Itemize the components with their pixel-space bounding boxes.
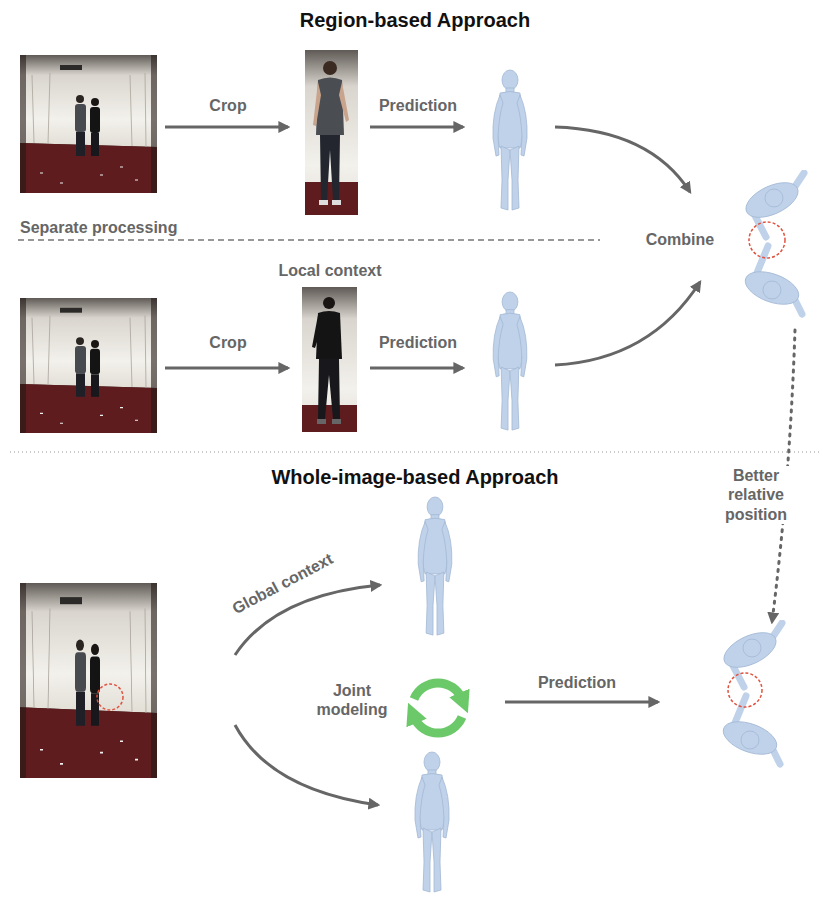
cycle-arrow <box>414 683 462 699</box>
input-photo <box>20 298 157 433</box>
section-heading: Region-based Approach <box>298 8 532 32</box>
flow-arrow <box>235 725 378 805</box>
flow-arrow <box>165 126 288 129</box>
flow-arrow <box>370 367 463 370</box>
flow-arrow <box>555 282 700 365</box>
cropped-photo <box>305 50 358 215</box>
arrow-label: Better relative position <box>712 466 800 524</box>
arrow-label: Prediction <box>377 96 459 115</box>
cropped-photo <box>302 287 357 432</box>
combined-mesh <box>741 173 804 314</box>
flow-arrow <box>165 367 288 370</box>
context-label: Global context <box>228 549 339 620</box>
input-photo <box>20 583 157 778</box>
section-heading: Whole-image-based Approach <box>269 465 560 489</box>
combined-mesh <box>719 623 782 764</box>
input-photo <box>20 55 157 193</box>
arrow-label: Prediction <box>536 673 618 692</box>
highlight-circle <box>97 684 123 710</box>
human-mesh <box>418 497 452 635</box>
arrow-label: Crop <box>207 333 248 352</box>
human-mesh <box>493 292 527 430</box>
highlight-circle <box>728 673 762 707</box>
arrow-label: Combine <box>644 230 716 249</box>
highlight-circle <box>749 222 785 258</box>
human-mesh <box>493 70 527 210</box>
cycle-arrow <box>414 717 462 733</box>
flow-arrow <box>505 701 658 704</box>
flow-arrow <box>370 126 463 129</box>
arrow-label: Prediction <box>377 333 459 352</box>
context-label: Local context <box>276 261 383 280</box>
dashed-divider <box>18 239 600 241</box>
human-mesh <box>415 752 449 892</box>
icon-label: Joint modeling <box>310 681 394 719</box>
divider-label: Separate processing <box>18 218 179 237</box>
flow-arrow <box>555 127 690 192</box>
arrow-label: Crop <box>207 96 248 115</box>
dotted-divider <box>10 451 820 452</box>
